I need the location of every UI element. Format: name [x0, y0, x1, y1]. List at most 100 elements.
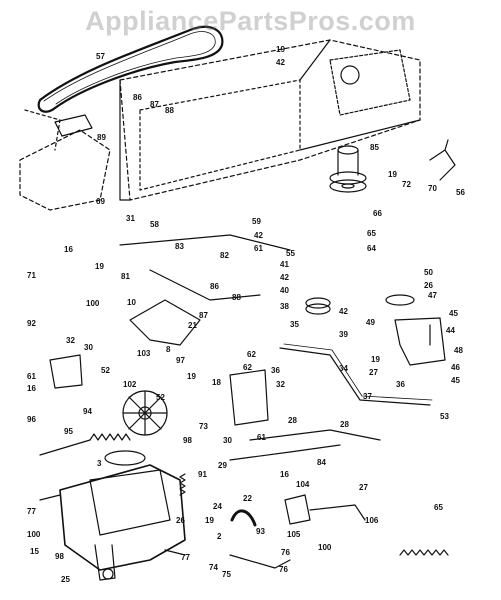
callout-label: 31	[126, 214, 135, 223]
callout-label: 16	[64, 245, 73, 254]
callout-label: 45	[451, 376, 460, 385]
idler-pulley-38	[305, 297, 331, 315]
callout-label: 77	[181, 553, 190, 562]
callout-label: 93	[256, 527, 265, 536]
bracket-48	[394, 317, 446, 366]
bracket-70	[429, 139, 456, 181]
callout-label: 21	[188, 321, 197, 330]
callout-label: 88	[232, 293, 241, 302]
callout-label: 65	[367, 229, 376, 238]
callout-label: 72	[402, 180, 411, 189]
callout-label: 10	[127, 298, 136, 307]
callout-label: 82	[220, 251, 229, 260]
callout-label: 2	[217, 532, 222, 541]
callout-label: 53	[440, 412, 449, 421]
callout-label: 47	[428, 291, 437, 300]
callout-label: 59	[252, 217, 261, 226]
callout-label: 77	[27, 507, 36, 516]
callout-label: 76	[281, 548, 290, 557]
callout-label: 22	[243, 494, 252, 503]
callout-label: 74	[209, 563, 218, 572]
callout-label: 52	[156, 393, 165, 402]
callout-label: 57	[96, 52, 105, 61]
callout-label: 40	[280, 286, 289, 295]
callout-label: 87	[199, 311, 208, 320]
callout-label: 61	[257, 433, 266, 442]
transaxle-3	[39, 450, 186, 581]
callout-label: 86	[133, 93, 142, 102]
callout-label: 19	[276, 45, 285, 54]
callout-label: 61	[27, 372, 36, 381]
cooling-fan-94	[122, 390, 168, 436]
drive-belt-57	[37, 25, 224, 113]
callout-label: 100	[27, 530, 41, 539]
callout-label: 30	[84, 343, 93, 352]
callout-label: 85	[370, 143, 379, 152]
callout-label: 36	[271, 366, 280, 375]
callout-label: 100	[318, 543, 332, 552]
callout-label: 64	[367, 244, 376, 253]
callout-label: 42	[339, 307, 348, 316]
callout-label: 95	[64, 427, 73, 436]
callout-label: 98	[55, 552, 64, 561]
callout-label: 55	[286, 249, 295, 258]
callout-label: 48	[454, 346, 463, 355]
callout-label: 25	[61, 575, 70, 584]
bracket-8	[129, 299, 201, 346]
rod-22	[229, 444, 341, 461]
callout-label: 16	[280, 470, 289, 479]
callout-label: 84	[317, 458, 326, 467]
callout-label: 56	[456, 188, 465, 197]
callout-label: 37	[363, 392, 372, 401]
callout-label: 106	[365, 516, 379, 525]
callout-label: 38	[280, 302, 289, 311]
callout-label: 28	[340, 420, 349, 429]
spring-95	[89, 433, 131, 441]
callout-label: 86	[210, 282, 219, 291]
callout-label: 15	[30, 547, 39, 556]
callout-label: 62	[243, 363, 252, 372]
callout-label: 81	[121, 272, 130, 281]
callout-label: 52	[101, 366, 110, 375]
callout-label: 16	[27, 384, 36, 393]
callout-label: 19	[205, 516, 214, 525]
callout-label: 26	[424, 281, 433, 290]
clutch-rod	[149, 269, 261, 301]
callout-label: 32	[66, 336, 75, 345]
callout-label: 18	[212, 378, 221, 387]
callout-label: 34	[339, 364, 348, 373]
callout-label: 29	[218, 461, 227, 470]
engine-pulley-85	[329, 145, 367, 193]
callout-label: 100	[86, 299, 100, 308]
callout-label: 96	[27, 415, 36, 424]
callout-label: 66	[373, 209, 382, 218]
callout-label: 61	[254, 244, 263, 253]
callout-label: 102	[123, 380, 137, 389]
callout-label: 70	[428, 184, 437, 193]
callout-label: 8	[166, 345, 171, 354]
bracket-89	[54, 114, 93, 137]
callout-label: 58	[150, 220, 159, 229]
callout-label: 69	[96, 197, 105, 206]
shift-rod-81	[119, 234, 291, 251]
hose-93	[230, 509, 257, 527]
callout-label: 32	[276, 380, 285, 389]
callout-label: 39	[339, 330, 348, 339]
callout-label: 50	[424, 268, 433, 277]
callout-label: 87	[150, 100, 159, 109]
callout-label: 91	[198, 470, 207, 479]
callout-label: 27	[359, 483, 368, 492]
callout-label: 26	[176, 516, 185, 525]
callout-label: 24	[213, 502, 222, 511]
callout-label: 88	[165, 106, 174, 115]
callout-label: 30	[223, 436, 232, 445]
callout-label: 19	[187, 372, 196, 381]
callout-label: 83	[175, 242, 184, 251]
main-frame	[19, 39, 421, 211]
callout-label: 19	[95, 262, 104, 271]
callout-label: 92	[27, 319, 36, 328]
callout-label: 41	[280, 260, 289, 269]
callout-label: 35	[290, 320, 299, 329]
bracket-105	[284, 494, 311, 525]
